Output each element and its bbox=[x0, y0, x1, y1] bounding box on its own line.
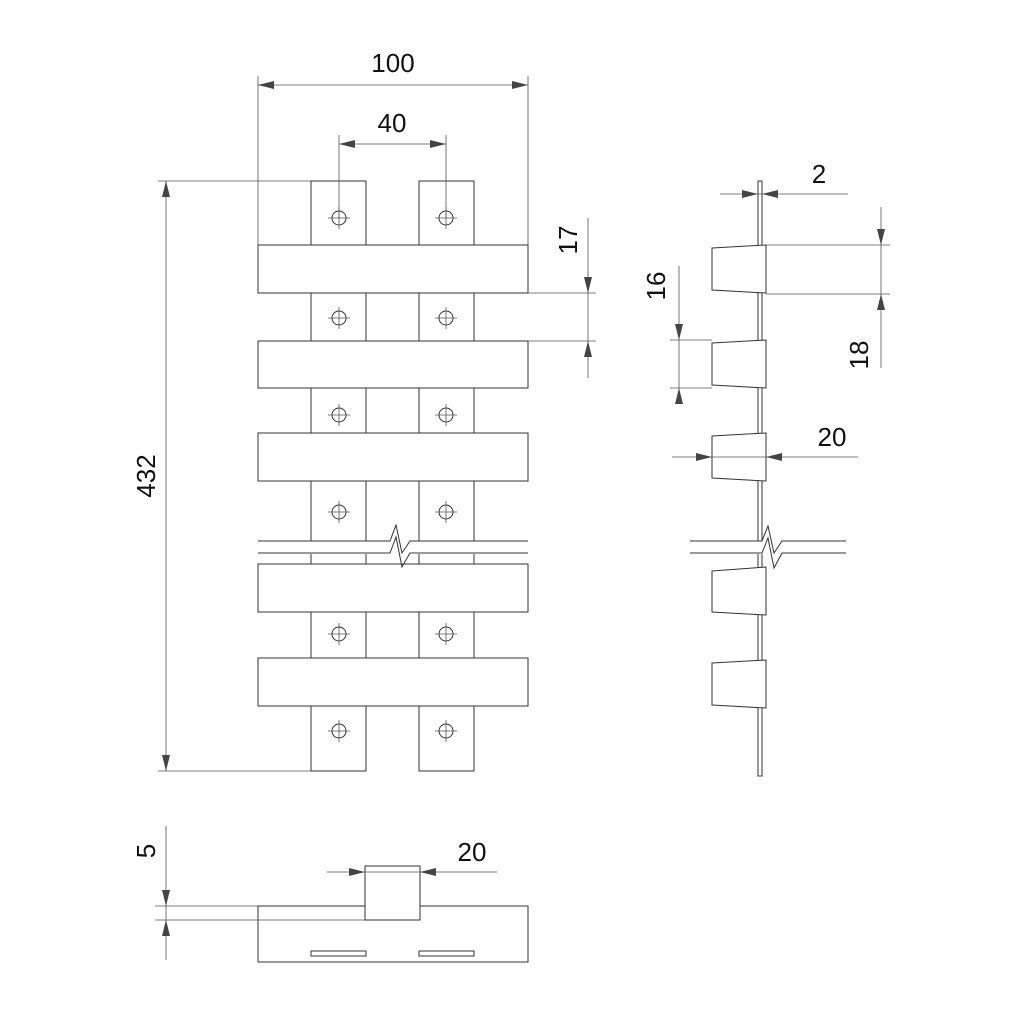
dim-tooth-depth: 20 bbox=[818, 422, 847, 452]
dim-bolt-spacing: 40 bbox=[378, 108, 407, 138]
dim-tooth-height: 16 bbox=[641, 272, 671, 301]
dim-overall-width: 100 bbox=[371, 48, 414, 78]
bolt-hole-12 bbox=[435, 720, 457, 742]
slot-right bbox=[418, 950, 475, 957]
bolt-hole-6 bbox=[435, 404, 457, 426]
slat-5 bbox=[257, 657, 529, 707]
dim-overall-height: 432 bbox=[131, 454, 161, 497]
dim-backing-thickness: 2 bbox=[812, 159, 826, 189]
bolt-hole-3 bbox=[328, 307, 350, 329]
dimension-labels: 100 40 432 17 2 16 18 20 5 20 bbox=[131, 48, 874, 867]
cleat bbox=[364, 865, 421, 921]
dim-slat-thickness: 17 bbox=[553, 226, 583, 255]
side-view-dimensions bbox=[670, 190, 890, 461]
slat-2 bbox=[257, 340, 529, 389]
bolt-hole-8 bbox=[435, 501, 457, 523]
side-break-line bbox=[690, 524, 846, 570]
bolt-hole-5 bbox=[328, 404, 350, 426]
tooth-1 bbox=[711, 244, 767, 294]
bolt-hole-9 bbox=[328, 623, 350, 645]
slot-left bbox=[310, 950, 367, 957]
bolt-hole-10 bbox=[435, 623, 457, 645]
slat-4 bbox=[257, 563, 529, 613]
bolt-hole-7 bbox=[328, 501, 350, 523]
tooth-2 bbox=[711, 339, 767, 389]
dim-base-thickness: 5 bbox=[131, 844, 161, 858]
bolt-hole-11 bbox=[328, 720, 350, 742]
front-break-line bbox=[258, 523, 528, 569]
front-view-dimensions bbox=[158, 76, 596, 772]
bottom-view bbox=[155, 826, 529, 963]
front-view bbox=[257, 180, 529, 772]
tooth-4 bbox=[711, 566, 767, 616]
dim-cleat-width: 20 bbox=[458, 837, 487, 867]
side-view bbox=[690, 180, 846, 777]
dim-tooth-pitch: 18 bbox=[844, 341, 874, 370]
bolt-hole-4 bbox=[435, 307, 457, 329]
tooth-5 bbox=[711, 659, 767, 709]
slat-3 bbox=[257, 432, 529, 482]
slat-1 bbox=[257, 244, 529, 294]
